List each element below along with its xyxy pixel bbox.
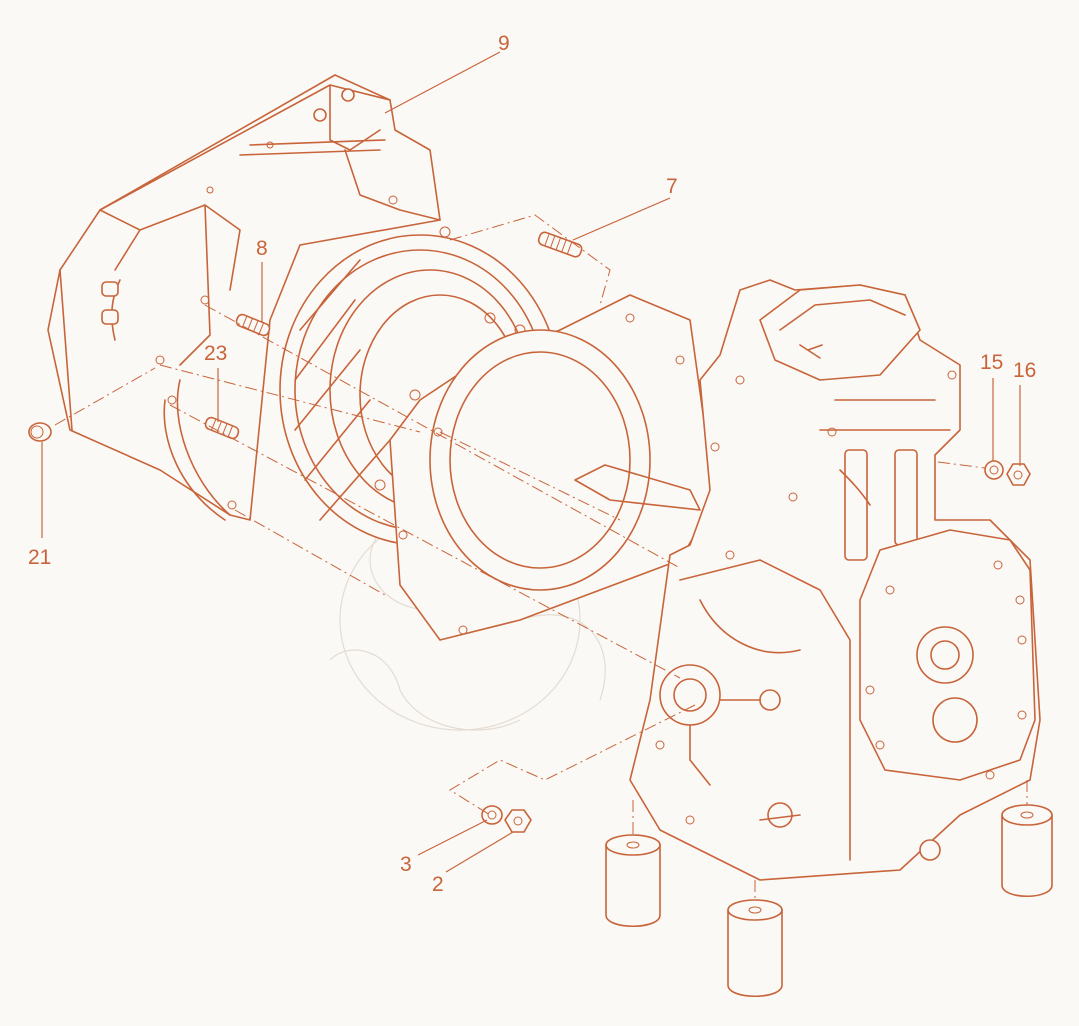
callout-23: 23 (204, 342, 227, 365)
callouts: 9 7 8 23 21 15 16 3 2 (28, 32, 1036, 896)
callout-8: 8 (256, 237, 268, 260)
leader-lines (41, 51, 1021, 873)
washer-3 (481, 805, 503, 825)
stud-23 (204, 416, 240, 440)
flywheel-housing (47, 74, 451, 521)
plug-21 (28, 422, 52, 442)
assembly-lines (54, 214, 986, 816)
callout-2: 2 (432, 873, 444, 896)
callout-21: 21 (28, 546, 51, 569)
callout-15: 15 (980, 351, 1003, 374)
nut-2 (504, 809, 532, 833)
callout-7: 7 (666, 175, 678, 198)
hardware (28, 231, 1031, 833)
callout-3: 3 (400, 853, 412, 876)
stud-7 (537, 231, 583, 258)
engine-mounts (605, 780, 1053, 998)
nut-16 (1006, 463, 1031, 486)
callout-16: 16 (1013, 359, 1036, 382)
engine-block (629, 279, 1041, 881)
washer-15 (984, 460, 1004, 480)
callout-9: 9 (498, 32, 510, 55)
adapter-plate (389, 294, 716, 641)
